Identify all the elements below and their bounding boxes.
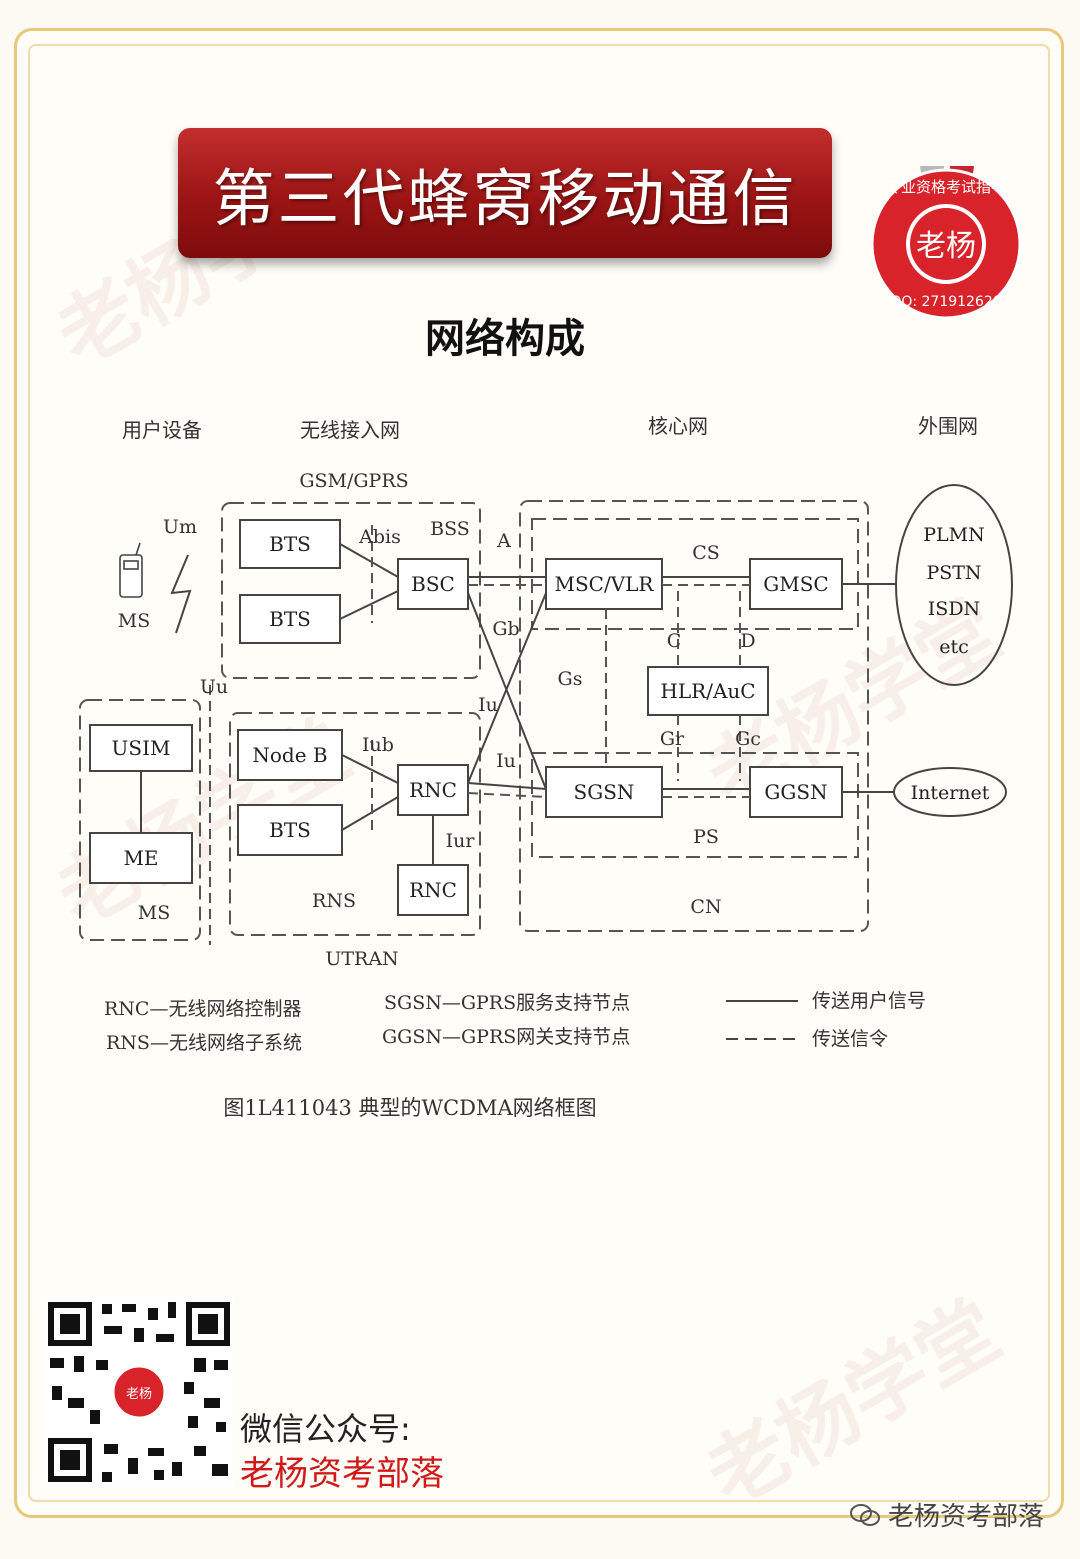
legend-rnc: RNC—无线网络控制器 (104, 998, 301, 1020)
label-iu-2: Iu (496, 750, 516, 772)
section-user-equipment: 用户设备 (122, 418, 202, 442)
label-bss: BSS (430, 518, 470, 540)
label-gs: Gs (558, 668, 583, 690)
wechat-account-name: 老杨资考部落 (240, 1454, 444, 1494)
bts3-label: BTS (269, 818, 311, 842)
label-um: Um (163, 516, 197, 538)
label-uu: Uu (200, 676, 228, 698)
me-box (89, 832, 193, 884)
footer-brand: 老杨资考部落 (850, 1496, 1044, 1533)
label-utran: UTRAN (325, 948, 398, 970)
bts2-label: BTS (269, 607, 311, 631)
label-gr: Gr (660, 728, 685, 750)
usim-box (89, 724, 193, 772)
rnc1-box (397, 764, 469, 816)
external-pstn: PSTN (926, 562, 981, 584)
seal-ring-text: 专业资格考试指导 (886, 178, 1006, 196)
section-external-network: 外围网 (918, 414, 978, 438)
label-c: C (667, 630, 682, 652)
label-ps: PS (693, 826, 719, 848)
seal-center-text: 老杨 (916, 229, 976, 264)
external-etc: etc (939, 636, 969, 658)
label-ms-phone: MS (118, 610, 150, 632)
msc-vlr-label: MSC/VLR (554, 572, 654, 596)
bts3-box (237, 804, 343, 856)
qr-logo-icon (111, 1364, 167, 1420)
sgsn-box (545, 766, 663, 818)
title-banner: 第三代蜂窝移动通信 (178, 128, 832, 258)
section-radio-access: 无线接入网 (300, 418, 400, 442)
wcdma-network-diagram: 用户设备 无线接入网 核心网 外围网 (79, 414, 1013, 1120)
usim-label: USIM (112, 736, 171, 760)
nodeb-box (237, 729, 343, 781)
label-iu-1: Iu (478, 694, 498, 716)
external-isdn: ISDN (928, 598, 980, 620)
link-bts3-rnc (341, 796, 399, 831)
footer-brand-text: 老杨资考部落 (888, 1502, 1045, 1532)
label-gc: Gc (735, 728, 761, 750)
link-rnc-sgsn (467, 782, 547, 790)
rnc2-box (397, 864, 469, 916)
qr-logo-text: 老杨 (126, 1387, 152, 1402)
label-cs: CS (692, 542, 720, 564)
bts2-box (239, 594, 341, 644)
label-gb: Gb (492, 618, 519, 640)
qr-code[interactable]: 老杨 (44, 1298, 234, 1486)
link-bts1-bsc (339, 543, 399, 578)
bts1-label: BTS (269, 532, 311, 556)
phone-icon (119, 542, 143, 598)
cs-region (531, 518, 859, 630)
bsc-label: BSC (411, 572, 455, 596)
cn-region (519, 500, 869, 932)
label-rns: RNS (312, 890, 356, 912)
label-iub: Iub (362, 734, 394, 756)
diagram-caption: 图1L411043 典型的WCDMA网络框图 (223, 1096, 596, 1120)
external-plmn: PLMN (923, 524, 984, 546)
rnc2-label: RNC (409, 878, 457, 902)
hlr-auc-box (647, 666, 769, 716)
label-a: A (496, 530, 511, 552)
bss-region (221, 502, 481, 679)
label-cn: CN (690, 896, 721, 918)
ps-region (531, 752, 859, 858)
wechat-label: 微信公众号: (240, 1410, 411, 1448)
inner-frame (28, 44, 1050, 1502)
external-internet: Internet (911, 782, 990, 804)
wechat-icon (850, 1503, 880, 1526)
seal-stamp: 老杨 专业资格考试指导 QQ: 271912620 (870, 166, 1022, 320)
rns-region (229, 712, 481, 936)
link-bts2-bsc (339, 590, 399, 620)
label-d: D (740, 630, 755, 652)
link-nodeb-rnc (341, 754, 399, 784)
label-iur: Iur (446, 830, 476, 852)
legend-signaling: 传送信令 (812, 1028, 888, 1050)
legend-user-signal: 传送用户信号 (812, 990, 926, 1012)
lightning-icon (170, 554, 192, 634)
link-bsc-sgsn (467, 592, 547, 790)
sgsn-label: SGSN (574, 780, 635, 804)
page-title: 第三代蜂窝移动通信 (212, 162, 798, 235)
hlr-auc-label: HLR/AuC (660, 679, 755, 703)
ggsn-box (749, 766, 843, 818)
label-abis: Abis (358, 526, 401, 548)
ms-region (79, 699, 201, 941)
rnc1-label: RNC (409, 778, 457, 802)
me-label: ME (123, 846, 158, 870)
link-rnc-msc (467, 592, 547, 784)
legend-ggsn: GGSN—GPRS网关支持节点 (382, 1026, 630, 1048)
legend-rns: RNS—无线网络子系统 (106, 1032, 302, 1054)
signal-iu (467, 792, 547, 798)
section-subtitle: 网络构成 (425, 316, 585, 362)
gmsc-label: GMSC (763, 572, 828, 596)
seal-qq-text: QQ: 271912620 (890, 294, 1001, 310)
section-core-network: 核心网 (648, 414, 708, 438)
legend-sgsn: SGSN—GPRS服务支持节点 (384, 992, 630, 1014)
label-ms-box: MS (138, 902, 170, 924)
label-gsm-gprs: GSM/GPRS (299, 470, 408, 492)
ggsn-label: GGSN (764, 780, 827, 804)
nodeb-label: Node B (252, 743, 327, 767)
